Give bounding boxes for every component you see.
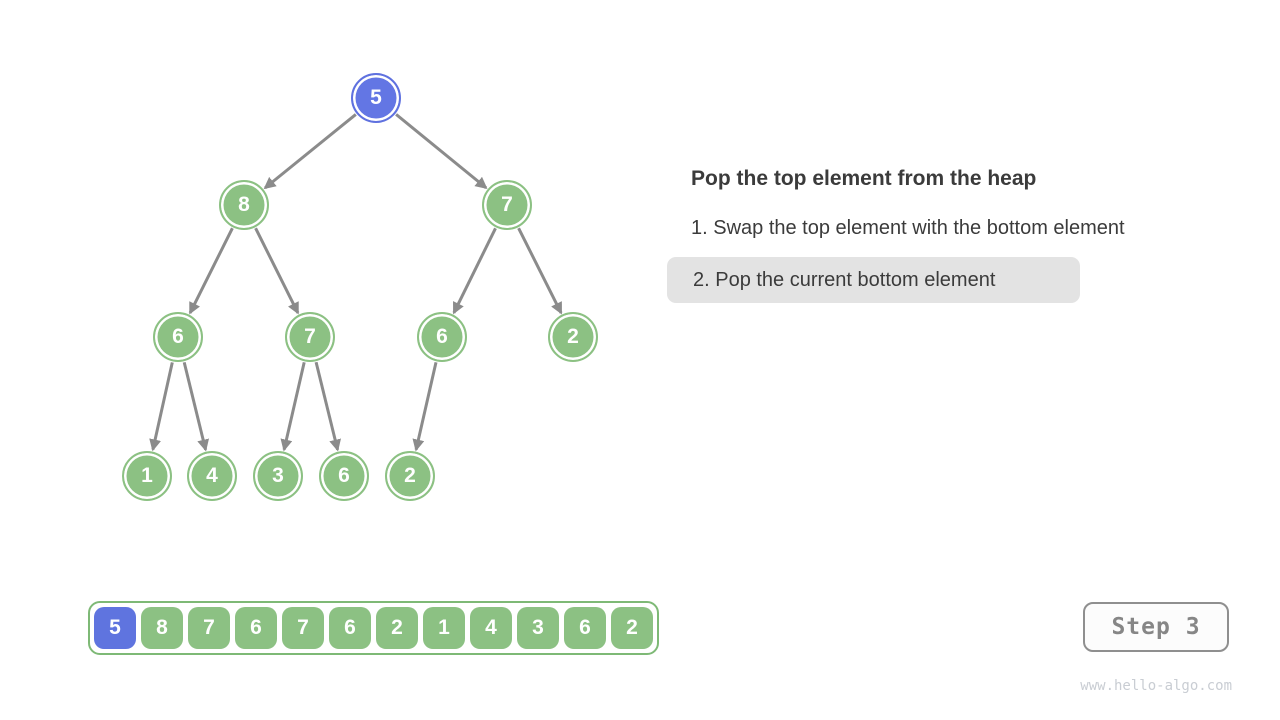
watermark: www.hello-algo.com — [1080, 678, 1232, 694]
tree-node: 2 — [385, 451, 435, 501]
tree-node: 6 — [319, 451, 369, 501]
tree-edge — [188, 227, 234, 315]
array-cell: 6 — [329, 607, 371, 649]
array-cell: 2 — [611, 607, 653, 649]
step-indicator[interactable]: Step 3 — [1083, 602, 1229, 652]
tree-node: 2 — [548, 312, 598, 362]
heap-array: 5 8 7 6 7 6 2 1 4 3 6 2 — [88, 601, 659, 655]
array-cell: 7 — [282, 607, 324, 649]
tree-node: 7 — [285, 312, 335, 362]
tree-node: 6 — [417, 312, 467, 362]
instruction-step-1: 1. Swap the top element with the bottom … — [691, 217, 1125, 239]
array-cell: 6 — [564, 607, 606, 649]
tree-edge — [182, 361, 210, 452]
tree-node: 6 — [153, 312, 203, 362]
array-cell: 3 — [517, 607, 559, 649]
array-cell: 2 — [376, 607, 418, 649]
array-cell: 5 — [94, 607, 136, 649]
tree-node: 1 — [122, 451, 172, 501]
panel-title: Pop the top element from the heap — [691, 167, 1037, 190]
tree-edge — [149, 362, 174, 452]
instruction-step-2-highlighted: 2. Pop the current bottom element — [667, 257, 1080, 303]
array-cell: 8 — [141, 607, 183, 649]
tree-edge — [280, 361, 306, 452]
tree-edge — [314, 361, 341, 452]
array-cell: 7 — [188, 607, 230, 649]
tree-node: 7 — [482, 180, 532, 230]
tree-edge — [395, 113, 488, 190]
tree-edge — [412, 361, 438, 452]
tree-edge — [517, 227, 563, 315]
array-cell: 1 — [423, 607, 465, 649]
tree-node: 4 — [187, 451, 237, 501]
tree-edge — [263, 113, 357, 190]
tree-node: 8 — [219, 180, 269, 230]
tree-edge — [254, 227, 300, 315]
tree-node: 3 — [253, 451, 303, 501]
tree-node-root: 5 — [351, 73, 401, 123]
tree-edge — [452, 227, 497, 315]
array-cell: 6 — [235, 607, 277, 649]
array-cell: 4 — [470, 607, 512, 649]
